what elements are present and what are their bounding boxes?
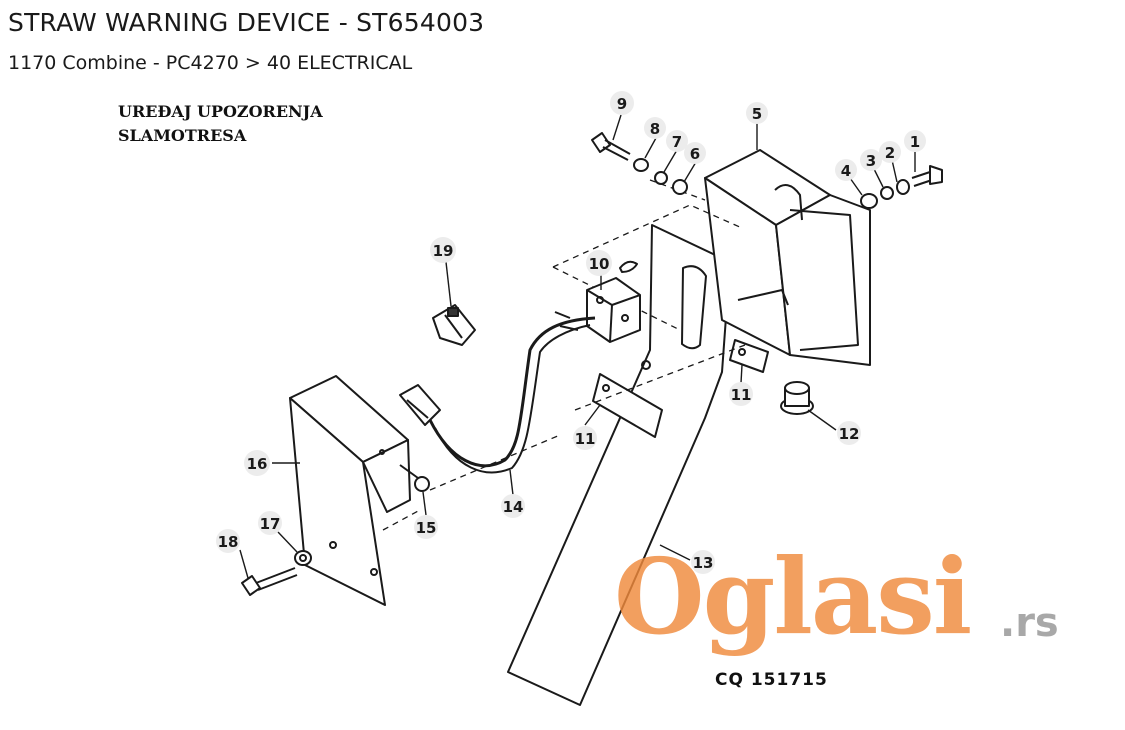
svg-text:6: 6 (690, 145, 700, 163)
page-subtitle: 1170 Combine - PC4270 > 40 ELECTRICAL (8, 52, 413, 74)
callout-7: 7 (666, 130, 688, 152)
callout-11a: 11 (729, 382, 753, 406)
svg-text:18: 18 (218, 533, 239, 551)
svg-text:9: 9 (617, 95, 627, 113)
switch (586, 260, 641, 343)
callout-4: 4 (835, 159, 857, 181)
callout-3: 3 (860, 149, 882, 171)
cover (289, 375, 411, 606)
callout-15: 15 (414, 515, 438, 539)
callout-18: 18 (216, 529, 240, 553)
svg-text:7: 7 (672, 133, 682, 151)
svg-text:19: 19 (433, 242, 454, 260)
connector (432, 304, 476, 346)
callout-2: 2 (879, 141, 901, 163)
washer-8 (633, 158, 649, 172)
svg-text:17: 17 (260, 515, 281, 533)
svg-text:12: 12 (839, 425, 860, 443)
callout-10: 10 (586, 250, 612, 276)
bolt-right (911, 165, 943, 187)
nut-6 (672, 179, 688, 195)
washer-7 (654, 171, 668, 185)
svg-text:13: 13 (693, 554, 714, 572)
svg-text:4: 4 (841, 162, 851, 180)
callout-16: 16 (244, 450, 270, 476)
svg-text:5: 5 (752, 105, 762, 123)
diagram-code: CQ 151715 (715, 670, 828, 690)
svg-text:14: 14 (503, 498, 524, 516)
callout-1: 1 (904, 130, 926, 152)
washer-3 (880, 186, 894, 200)
watermark-suffix: .rs (1000, 600, 1059, 646)
page-title: STRAW WARNING DEVICE - ST654003 (8, 8, 485, 37)
svg-text:2: 2 (885, 144, 895, 162)
mounting-bracket (704, 149, 871, 366)
svg-text:16: 16 (247, 455, 268, 473)
svg-text:15: 15 (416, 519, 437, 537)
callout-8: 8 (644, 117, 666, 139)
callout-11b: 11 (573, 426, 597, 450)
svg-text:1: 1 (910, 133, 920, 151)
callout-14: 14 (501, 494, 525, 518)
callout-12: 12 (837, 421, 861, 445)
callout-19: 19 (430, 237, 456, 263)
callout-13: 13 (691, 550, 715, 574)
callout-9: 9 (610, 91, 634, 115)
strap-plate-left (592, 373, 663, 438)
svg-text:3: 3 (866, 152, 876, 170)
svg-text:11: 11 (731, 386, 752, 404)
leader-lines (239, 114, 916, 579)
diagram-label-line2: SLAMOTRESA (118, 126, 247, 145)
bolt-top (591, 132, 631, 161)
callout-17: 17 (258, 511, 282, 535)
svg-text:10: 10 (589, 255, 610, 273)
svg-text:11: 11 (575, 430, 596, 448)
wire-harness (399, 311, 596, 474)
diagram-label: UREĐAJ UPOZORENJA SLAMOTRESA (118, 100, 323, 148)
strap-plate-right (729, 339, 769, 373)
callouts: 1 2 3 4 5 6 7 8 9 10 11 11 12 13 14 15 1… (216, 91, 926, 574)
nut-4 (860, 193, 878, 209)
watermark-logo: Oglasi (614, 535, 972, 658)
washer-2 (896, 179, 910, 195)
nut-left (294, 550, 312, 566)
diagram-label-line1: UREĐAJ UPOZORENJA (118, 102, 323, 121)
callout-6: 6 (684, 142, 706, 164)
flange-nut (780, 381, 814, 415)
screw (399, 464, 430, 492)
callout-5: 5 (746, 102, 768, 124)
svg-text:8: 8 (650, 120, 660, 138)
bolt-left (241, 567, 298, 596)
